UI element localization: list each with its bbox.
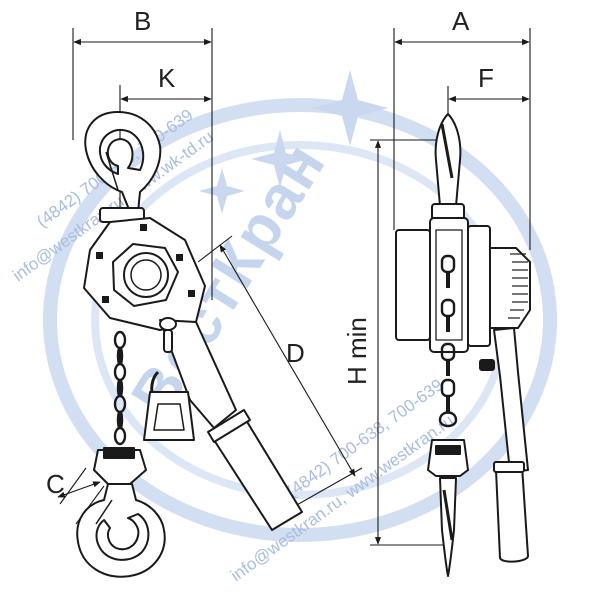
side-ratchet-gear [489, 247, 531, 329]
side-bottom-hook-icon [439, 477, 457, 577]
hoist-front-view [76, 111, 303, 578]
dim-f-label: F [478, 63, 494, 93]
dim-k-label: K [158, 63, 176, 93]
watermark-star-icon [199, 70, 388, 214]
dim-a-label: A [452, 6, 470, 36]
dim-d-line [219, 244, 356, 477]
dim-b-label: B [134, 6, 151, 36]
side-housing-right [467, 225, 491, 347]
watermark-ring-outer [43, 98, 557, 542]
side-load-chain [438, 254, 458, 428]
hoist-side-view [395, 113, 531, 577]
handle-grip [213, 419, 303, 531]
lever-handle [159, 319, 237, 429]
dim-c-label: C [46, 469, 65, 499]
dimension-lines [57, 28, 531, 546]
dim-d-label: D [286, 338, 305, 368]
bottom-hook-icon [76, 483, 166, 578]
load-chain [113, 330, 127, 446]
top-hook-icon [84, 111, 162, 213]
side-lever [493, 327, 529, 473]
dim-c-line [57, 481, 101, 498]
dim-h-label: H min [342, 317, 372, 385]
side-housing-left [395, 229, 431, 341]
side-grip [495, 465, 529, 563]
